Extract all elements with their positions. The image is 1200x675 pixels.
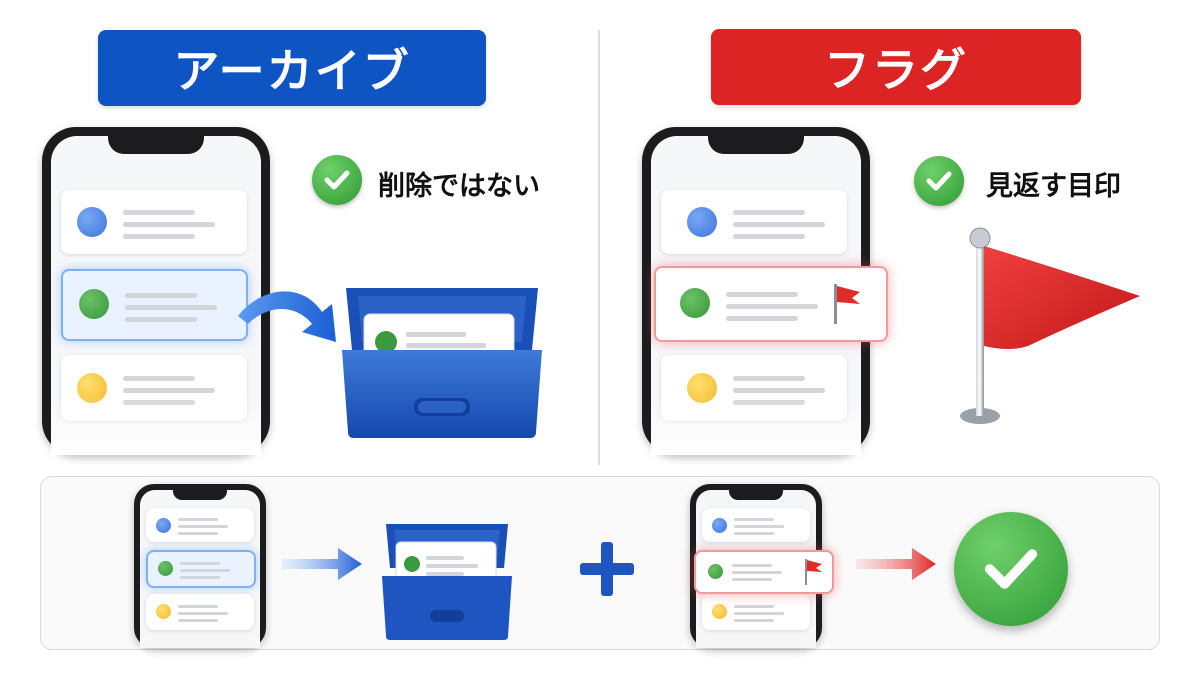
green-dot-icon (79, 289, 109, 319)
list-item (61, 190, 247, 254)
arrow-right-icon (282, 548, 362, 580)
flag-title: フラグ (711, 29, 1081, 105)
red-flag-icon (960, 227, 1140, 424)
list-item-flagged (694, 550, 834, 594)
list-item (661, 190, 847, 254)
archive-box-icon (342, 288, 542, 438)
list-item-flagged (654, 266, 888, 342)
list-item (702, 508, 810, 542)
small-flag-icon (834, 284, 860, 324)
check-circle-icon (954, 512, 1068, 626)
check-circle-icon (312, 155, 362, 205)
blue-dot-icon (687, 207, 717, 237)
list-item (146, 594, 254, 630)
arrow-right-icon (856, 548, 936, 580)
archive-phone (42, 127, 270, 455)
blue-dot-icon (77, 207, 107, 237)
green-dot-icon (680, 288, 710, 318)
list-item (146, 508, 254, 542)
summary-archive-phone (134, 484, 266, 648)
check-circle-icon (914, 156, 964, 206)
section-divider (598, 30, 600, 465)
list-item-selected (61, 269, 248, 341)
archive-note: 削除ではない (378, 171, 540, 202)
archive-title: アーカイブ (98, 30, 486, 106)
list-item-selected (146, 550, 256, 588)
flag-note: 見返す目印 (986, 171, 1121, 202)
small-flag-icon (805, 559, 822, 585)
curved-arrow-icon (238, 291, 336, 342)
plus-icon (580, 542, 634, 596)
list-item (702, 594, 810, 630)
archive-box-icon (382, 524, 512, 640)
